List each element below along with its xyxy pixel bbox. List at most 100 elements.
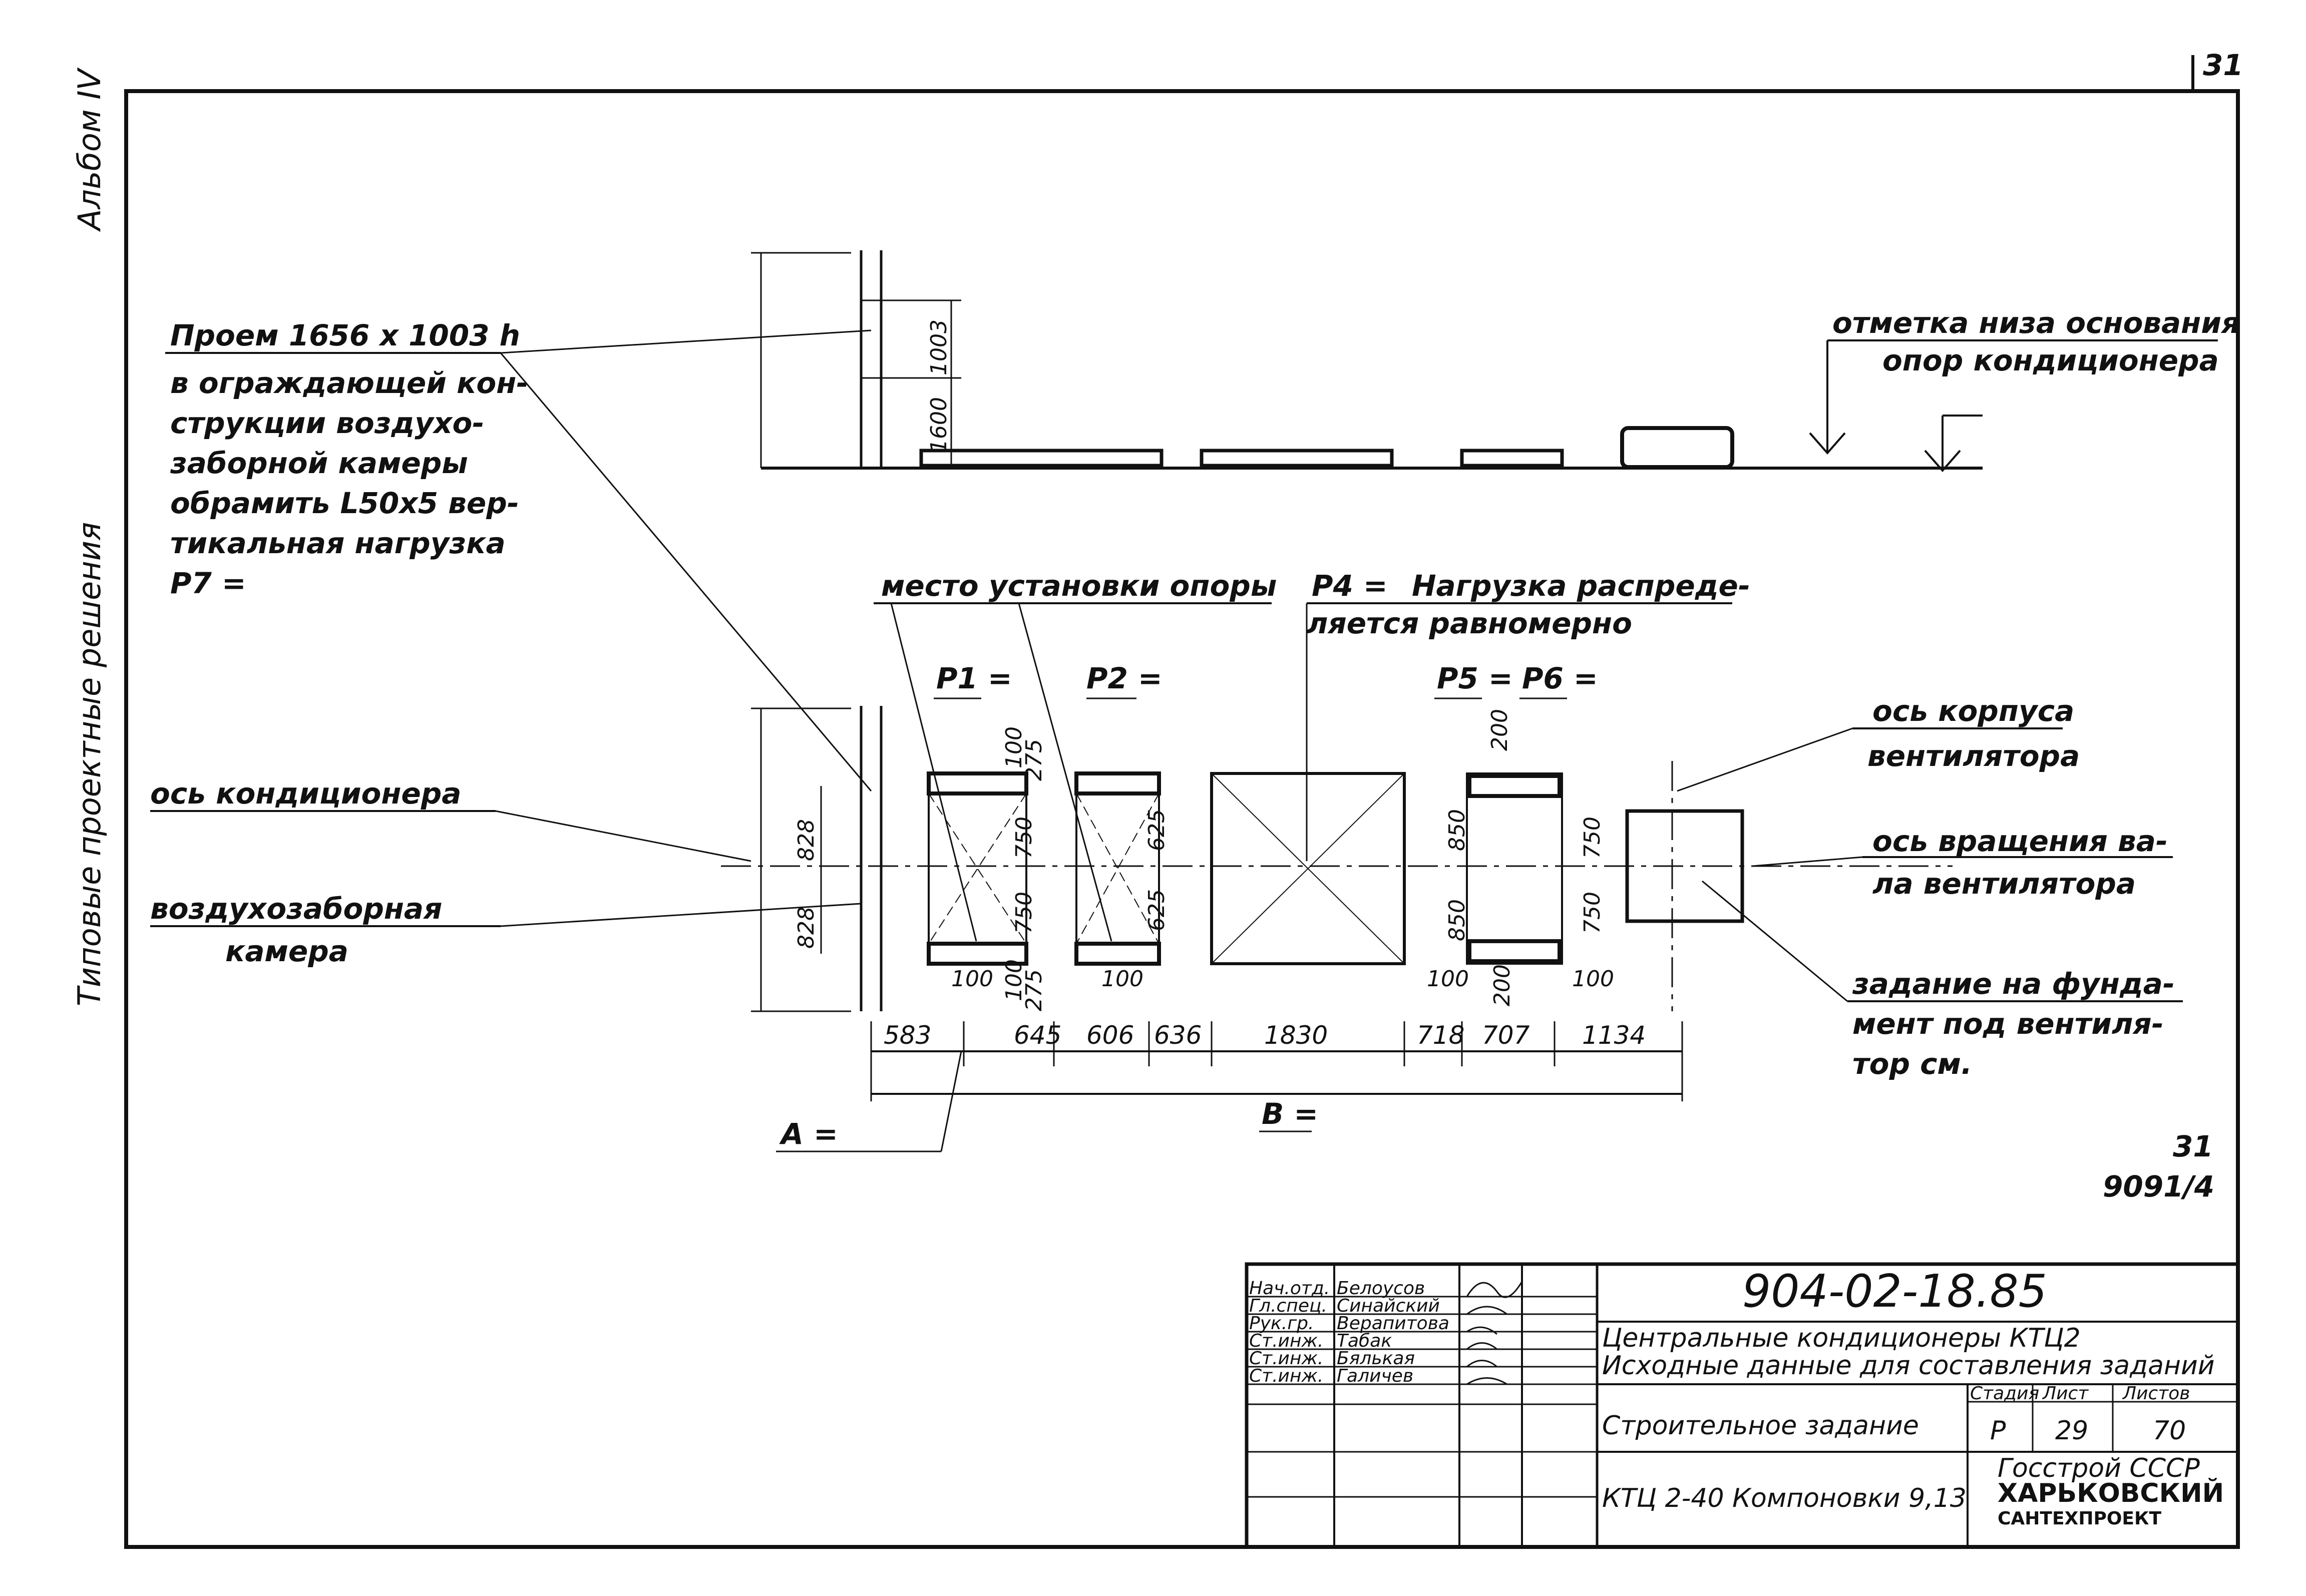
svg-text:750: 750	[1011, 892, 1037, 934]
svg-text:Нач.отд.: Нач.отд.	[1249, 1278, 1330, 1299]
svg-text:Стадия: Стадия	[1970, 1383, 2039, 1404]
svg-text:850: 850	[1444, 809, 1470, 851]
svg-text:828: 828	[794, 819, 819, 861]
page-number: 31	[2203, 48, 2243, 82]
svg-text:750: 750	[1580, 817, 1605, 859]
svg-text:100: 100	[1001, 959, 1027, 1001]
svg-text:Гл.спец.: Гл.спец.	[1249, 1296, 1327, 1316]
svg-text:САНТЕХПРОЕКТ: САНТЕХПРОЕКТ	[1998, 1508, 2161, 1529]
svg-text:струкции воздухо-: струкции воздухо-	[170, 406, 484, 440]
svg-text:P1 =: P1 =	[936, 661, 1012, 695]
svg-text:задание на фунда-: задание на фунда-	[1852, 967, 2175, 1001]
svg-text:Ст.инж.: Ст.инж.	[1249, 1331, 1323, 1351]
svg-text:Галичев: Галичев	[1337, 1366, 1413, 1386]
svg-text:625: 625	[1144, 889, 1170, 931]
svg-text:Р: Р	[1990, 1416, 2006, 1446]
svg-text:тикальная нагрузка: тикальная нагрузка	[170, 526, 506, 560]
svg-text:1134: 1134	[1582, 1021, 1646, 1050]
svg-text:100: 100	[951, 966, 993, 992]
doc-number: 904-02-18.85	[1742, 1265, 2047, 1318]
svg-text:Верапитова: Верапитова	[1337, 1313, 1449, 1334]
svg-text:ось вращения ва-: ось вращения ва-	[1872, 824, 2168, 858]
svg-text:P5 =: P5 =	[1437, 661, 1513, 695]
svg-text:Исходные данные для составлени: Исходные данные для составления заданий	[1602, 1351, 2215, 1381]
svg-text:камера: камера	[225, 934, 348, 968]
svg-text:B =: B =	[1262, 1097, 1318, 1131]
plan-view: 828 828 100 275 750 750 625 625 850 850 …	[721, 706, 1953, 1012]
svg-text:828: 828	[794, 907, 819, 949]
svg-text:ось корпуса: ось корпуса	[1872, 694, 2074, 728]
svg-text:1600: 1600	[926, 397, 952, 453]
support-1	[928, 772, 1027, 965]
svg-text:31: 31	[2173, 1129, 2213, 1163]
svg-text:200: 200	[1489, 964, 1515, 1006]
svg-text:1003: 1003	[926, 319, 952, 375]
opening-note: Проем 1656 x 1003 h в ограждающей кон- с…	[165, 318, 872, 791]
svg-text:P6 =: P6 =	[1522, 661, 1598, 695]
svg-text:Табак: Табак	[1337, 1331, 1392, 1351]
svg-text:606: 606	[1086, 1021, 1134, 1050]
title-block: Нач.отд. Белоусов Гл.спец. Синайский Рук…	[1245, 1262, 2240, 1549]
fan-block	[1625, 809, 1744, 923]
svg-text:707: 707	[1482, 1021, 1530, 1050]
svg-text:Проем 1656 x 1003 h: Проем 1656 x 1003 h	[170, 318, 520, 352]
svg-text:P7 =: P7 =	[170, 566, 246, 600]
svg-text:в ограждающей кон-: в ограждающей кон-	[170, 366, 528, 400]
dimension-chain: 583 645 606 636 1830 718 707 1134 100 10…	[776, 959, 1683, 1152]
svg-text:850: 850	[1444, 899, 1470, 941]
mark-note-1: отметка низа основания	[1832, 306, 2240, 340]
signatures	[1466, 1281, 1523, 1385]
series-label: Типовые проектные решения	[71, 522, 108, 1006]
support-5-6	[1466, 772, 1563, 965]
svg-text:Синайский: Синайский	[1337, 1296, 1440, 1316]
svg-text:воздухозаборная: воздухозаборная	[150, 892, 442, 926]
svg-text:636: 636	[1154, 1021, 1202, 1050]
svg-text:мент под вентиля-: мент под вентиля-	[1852, 1007, 2164, 1041]
svg-text:1830: 1830	[1264, 1021, 1328, 1050]
svg-text:Бялькая: Бялькая	[1337, 1348, 1415, 1369]
svg-text:Листов: Листов	[2122, 1383, 2190, 1404]
svg-text:обрамить L50x5 вер-: обрамить L50x5 вер-	[170, 486, 519, 520]
svg-text:Лист: Лист	[2042, 1383, 2089, 1404]
svg-text:70: 70	[2153, 1416, 2186, 1446]
svg-text:место установки опоры: место установки опоры	[881, 569, 1277, 603]
svg-text:100: 100	[1427, 966, 1469, 992]
svg-text:100: 100	[1101, 966, 1143, 992]
central-block	[1210, 772, 1406, 965]
svg-text:29: 29	[2055, 1416, 2088, 1446]
svg-text:A =: A =	[779, 1117, 838, 1151]
svg-text:ХАРЬКОВСКИЙ: ХАРЬКОВСКИЙ	[1998, 1478, 2224, 1508]
plan-labels: место установки опоры P4 = Нагрузка расп…	[150, 569, 2214, 1204]
svg-text:Строительное задание: Строительное задание	[1602, 1411, 1919, 1441]
svg-text:Центральные кондиционеры КТЦ2: Центральные кондиционеры КТЦ2	[1602, 1323, 2081, 1353]
svg-text:275: 275	[1021, 739, 1047, 781]
svg-text:718: 718	[1417, 1021, 1464, 1050]
svg-text:Рук.гр.: Рук.гр.	[1249, 1313, 1314, 1334]
svg-text:645: 645	[1014, 1021, 1061, 1050]
support-2	[1075, 772, 1160, 965]
svg-text:ось кондиционера: ось кондиционера	[150, 776, 461, 811]
svg-text:ляется равномерно: ляется равномерно	[1307, 606, 1632, 640]
svg-text:750: 750	[1580, 892, 1605, 934]
mark-note-2: опор кондиционера	[1882, 343, 2219, 377]
svg-text:Белоусов: Белоусов	[1337, 1278, 1425, 1299]
svg-text:тор см.: тор см.	[1852, 1047, 1972, 1081]
svg-text:750: 750	[1011, 817, 1037, 859]
svg-text:100: 100	[1001, 726, 1027, 768]
svg-text:625: 625	[1144, 809, 1170, 851]
sheet-frame	[124, 89, 2240, 1549]
svg-text:200: 200	[1487, 709, 1512, 751]
svg-text:Нагрузка распреде-: Нагрузка распреде-	[1412, 569, 1750, 603]
svg-text:КТЦ 2-40 Компоновки 9,13: КТЦ 2-40 Компоновки 9,13	[1602, 1483, 1967, 1513]
svg-text:вентилятора: вентилятора	[1867, 739, 2080, 773]
svg-text:583: 583	[884, 1021, 931, 1050]
svg-text:заборной камеры: заборной камеры	[170, 446, 468, 480]
svg-text:ла вентилятора: ла вентилятора	[1872, 867, 2136, 901]
svg-text:Госстрой СССР: Госстрой СССР	[1998, 1453, 2200, 1483]
svg-text:Ст.инж.: Ст.инж.	[1249, 1366, 1323, 1386]
svg-text:100: 100	[1572, 966, 1614, 992]
elevation-view: 1003 1600 отметка низа основания опор ко…	[751, 250, 2240, 473]
svg-text:P2 =: P2 =	[1086, 661, 1163, 695]
svg-text:9091/4: 9091/4	[2103, 1169, 2214, 1204]
